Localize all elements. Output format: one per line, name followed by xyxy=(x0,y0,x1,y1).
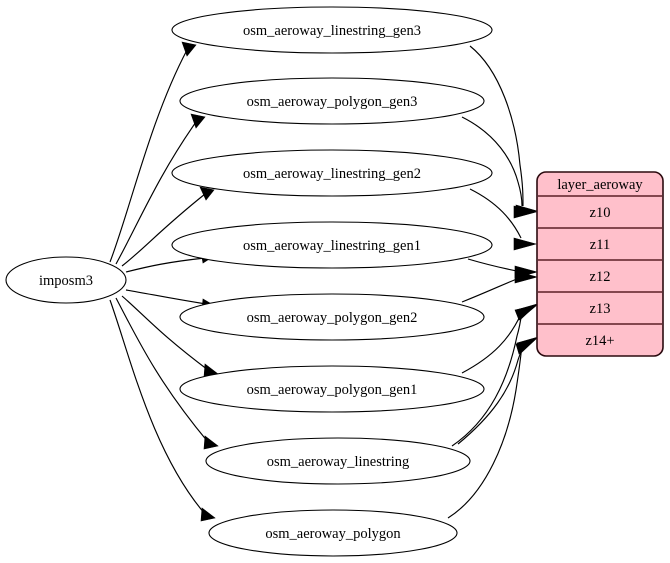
osm-aeroway-polygon-gen1-label: osm_aeroway_polygon_gen1 xyxy=(247,382,418,398)
osm-aeroway-polygon-gen2-ellipse[interactable] xyxy=(179,293,485,341)
arrowhead-polygon-gen3 xyxy=(190,113,206,129)
node-osm-aeroway-linestring-gen2[interactable]: osm_aeroway_linestring_gen2 xyxy=(171,149,493,197)
arrowhead-z10-b xyxy=(513,205,538,219)
node-osm-aeroway-polygon[interactable]: osm_aeroway_polygon xyxy=(208,509,458,557)
edge-imposm3-to-polygon-gen3 xyxy=(115,121,197,265)
arrowhead-linestring-gen3 xyxy=(181,41,197,57)
arrowhead-linestring xyxy=(203,435,219,450)
node-osm-aeroway-linestring[interactable]: osm_aeroway_linestring xyxy=(205,437,471,485)
layer-aeroway-outline xyxy=(536,171,664,357)
arrowhead-linestring-gen2 xyxy=(199,186,215,201)
osm-aeroway-linestring-gen2-label: osm_aeroway_linestring_gen2 xyxy=(243,166,421,182)
osm-aeroway-linestring-gen3-label: osm_aeroway_linestring_gen3 xyxy=(243,23,421,39)
osm-aeroway-linestring-label: osm_aeroway_linestring xyxy=(267,454,410,470)
osm-aeroway-polygon-gen2-label: osm_aeroway_polygon_gen2 xyxy=(247,310,418,326)
edge-imposm3-to-linestring-gen1 xyxy=(125,257,206,273)
node-osm-aeroway-polygon-gen1[interactable]: osm_aeroway_polygon_gen1 xyxy=(179,365,485,413)
layer-aeroway-background xyxy=(537,172,663,356)
arrowhead-polygon xyxy=(200,507,216,522)
arrowhead-z12-b xyxy=(514,270,539,284)
osm-aeroway-polygon-gen3-ellipse[interactable] xyxy=(179,77,485,125)
layer-aeroway-row-z13[interactable]: z13 xyxy=(590,301,611,317)
edge-linestring-gen1-to-z12 xyxy=(467,258,523,273)
node-layer-aeroway-table[interactable]: layer_aeroway z10 z11 z12 z13 z14+ xyxy=(536,171,664,357)
node-osm-aeroway-linestring-gen3[interactable]: osm_aeroway_linestring_gen3 xyxy=(171,6,493,54)
imposm3-label: imposm3 xyxy=(39,273,93,289)
node-osm-aeroway-polygon-gen3[interactable]: osm_aeroway_polygon_gen3 xyxy=(179,77,485,125)
osm-aeroway-polygon-label: osm_aeroway_polygon xyxy=(265,526,401,542)
edge-imposm3-to-linestring-gen2 xyxy=(121,193,206,267)
edge-imposm3-to-polygon-gen2 xyxy=(125,289,207,305)
edge-polygon-gen2-to-z12 xyxy=(461,276,523,303)
edge-imposm3-to-linestring xyxy=(115,297,209,443)
layer-aeroway-row-z12[interactable]: z12 xyxy=(590,269,611,285)
osm-aeroway-linestring-gen2-ellipse[interactable] xyxy=(171,149,493,197)
osm-aeroway-polygon-gen3-label: osm_aeroway_polygon_gen3 xyxy=(247,94,418,110)
osm-aeroway-linestring-gen3-ellipse[interactable] xyxy=(171,6,493,54)
layer-aeroway-row-z14plus[interactable]: z14+ xyxy=(585,333,614,349)
edge-polygon-gen1-to-z13 xyxy=(461,313,522,374)
edge-linestring-gen3-to-z10 xyxy=(469,45,524,207)
edge-imposm3-to-linestring-gen3 xyxy=(109,49,188,263)
node-osm-aeroway-linestring-gen1[interactable]: osm_aeroway_linestring_gen1 xyxy=(171,221,493,269)
arrowhead-z14-b xyxy=(516,336,539,354)
node-osm-aeroway-polygon-gen2[interactable]: osm_aeroway_polygon_gen2 xyxy=(179,293,485,341)
imposm3-ellipse[interactable] xyxy=(5,256,127,304)
layer-aeroway-row-z10[interactable]: z10 xyxy=(590,205,611,221)
node-imposm3[interactable]: imposm3 xyxy=(5,256,127,304)
edges-process-to-table xyxy=(447,45,539,519)
arrowhead-z13-b xyxy=(515,303,538,321)
arrowhead-z11 xyxy=(513,237,538,251)
edge-imposm3-to-polygon xyxy=(109,299,206,515)
edge-linestring-gen2-to-z11 xyxy=(469,188,522,239)
edge-polygon-to-z14 xyxy=(447,343,523,519)
osm-aeroway-linestring-gen1-label: osm_aeroway_linestring_gen1 xyxy=(243,238,421,254)
osm-aeroway-linestring-gen1-ellipse[interactable] xyxy=(171,221,493,269)
layer-aeroway-row-z11[interactable]: z11 xyxy=(590,237,610,253)
osm-aeroway-polygon-gen1-ellipse[interactable] xyxy=(179,365,485,413)
osm-aeroway-polygon-ellipse[interactable] xyxy=(208,509,458,557)
edge-polygon-gen3-to-z10 xyxy=(461,116,523,207)
osm-aeroway-linestring-ellipse[interactable] xyxy=(205,437,471,485)
edge-imposm3-to-polygon-gen1 xyxy=(121,295,209,371)
layer-aeroway-header-label: layer_aeroway xyxy=(557,177,643,193)
